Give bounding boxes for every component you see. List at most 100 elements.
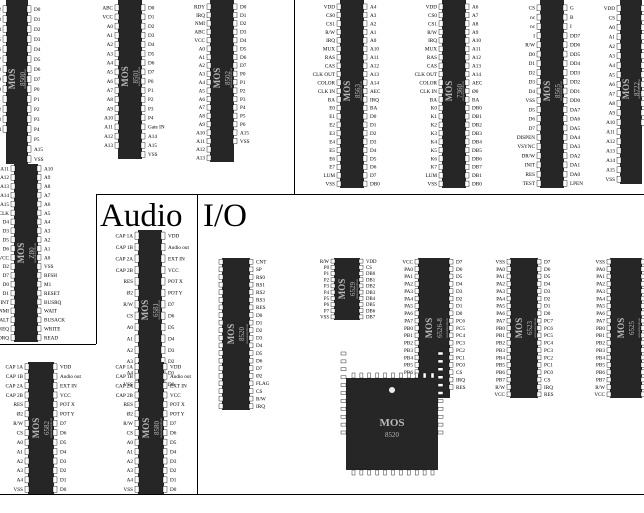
pin — [536, 362, 542, 368]
pin — [10, 263, 16, 270]
pin — [640, 288, 644, 294]
pin-label: D6 — [240, 55, 247, 61]
pin-label: E4 — [329, 139, 335, 145]
pin — [232, 129, 238, 136]
watermark-group: www.sid-synth.net — [638, 79, 641, 99]
pin — [464, 12, 470, 18]
pin — [336, 130, 342, 137]
pin-label: A9 — [609, 111, 616, 117]
watermark: www.sid-synth.net — [360, 81, 363, 101]
pin-label: P4 — [34, 127, 40, 133]
pin — [536, 32, 542, 39]
pin — [2, 115, 8, 123]
pin — [10, 174, 16, 181]
pin-label: RFSH — [44, 273, 57, 279]
pin — [506, 266, 512, 272]
pin — [2, 105, 8, 113]
pin — [330, 265, 336, 270]
pin — [24, 420, 30, 427]
pin-label: D2 — [240, 21, 247, 27]
pin — [330, 258, 336, 264]
chip-body — [334, 258, 360, 320]
pin-label: A11 — [0, 166, 9, 172]
pin — [362, 155, 368, 162]
pin — [24, 372, 30, 380]
pin-label: CS0 — [428, 13, 437, 19]
pin-label: LPEN — [570, 181, 583, 187]
pin-label: DR/W — [521, 153, 535, 159]
pin — [2, 65, 8, 73]
pin-label: PC2 — [456, 348, 465, 354]
pin-label: I — [533, 33, 535, 39]
pin — [248, 297, 254, 303]
pin-label: D0 — [60, 487, 67, 493]
part-number: 8565 — [554, 84, 562, 99]
pin — [2, 35, 8, 43]
pin — [10, 307, 16, 314]
pin-label: D5 — [544, 274, 551, 280]
pin — [562, 161, 568, 169]
pin-label: CS — [127, 431, 133, 437]
pin — [414, 281, 420, 287]
pin — [536, 50, 542, 58]
pin — [562, 152, 568, 159]
pin-label: A1 — [199, 55, 206, 61]
brand-mark: MOS — [7, 69, 17, 90]
pin — [140, 87, 146, 94]
pin — [140, 41, 146, 48]
pin — [336, 79, 342, 86]
pin-label: D6 — [60, 431, 67, 437]
pin — [160, 311, 166, 320]
pin-label: A14 — [0, 193, 9, 199]
pin-label: A12 — [370, 64, 379, 70]
pin — [640, 24, 644, 31]
pin-label: A8 — [0, 67, 1, 73]
pin — [26, 65, 32, 73]
pin — [536, 170, 542, 178]
pin — [448, 259, 454, 265]
pin — [36, 298, 42, 305]
pin-label: EXT IN — [168, 256, 185, 262]
pin-label: A12 — [0, 107, 1, 113]
pin — [506, 259, 512, 265]
pin — [367, 469, 371, 476]
pin-label: D3 — [544, 289, 551, 295]
pin — [438, 20, 444, 27]
watermark: www.sid-synth.net — [638, 318, 641, 338]
pin-label: CAP 1A — [5, 365, 23, 371]
pin-label: DD2 — [570, 80, 580, 86]
pin-label: IORQ — [0, 335, 9, 341]
pin — [438, 164, 444, 170]
pin — [248, 388, 254, 394]
pin — [464, 121, 470, 128]
pin-label: RES — [123, 279, 133, 285]
pin-label: D1 — [544, 304, 551, 310]
pin-label: D1 — [370, 123, 377, 129]
pin — [114, 13, 120, 21]
pin-label: VDD — [170, 365, 181, 371]
pin-label: DA0 — [570, 172, 580, 178]
pin-label: D5 — [529, 107, 536, 113]
pin — [114, 123, 120, 131]
pin — [464, 130, 470, 137]
pin — [24, 382, 30, 389]
pin-label: CS — [256, 389, 262, 395]
pin — [362, 12, 368, 18]
pin — [358, 265, 364, 270]
pin-label: VCC — [594, 392, 605, 398]
pin — [114, 59, 120, 66]
pin-label: A7 — [44, 193, 51, 199]
watermark: www.sid-synth.net — [24, 69, 27, 89]
pin-label: BUSACK — [44, 318, 65, 324]
pin — [506, 318, 512, 324]
pin — [218, 357, 224, 364]
pin-label: A0 — [44, 255, 51, 261]
pin-label: CS0 — [326, 13, 335, 19]
pin-label: CS — [366, 266, 372, 271]
pin — [140, 22, 146, 30]
pin-label: EXT IN — [60, 383, 77, 389]
pin-label: PA1 — [496, 274, 505, 280]
pin-label: PA0 — [596, 267, 605, 273]
pin-label: P5 — [324, 297, 330, 302]
pin-label: VCC — [102, 15, 113, 21]
